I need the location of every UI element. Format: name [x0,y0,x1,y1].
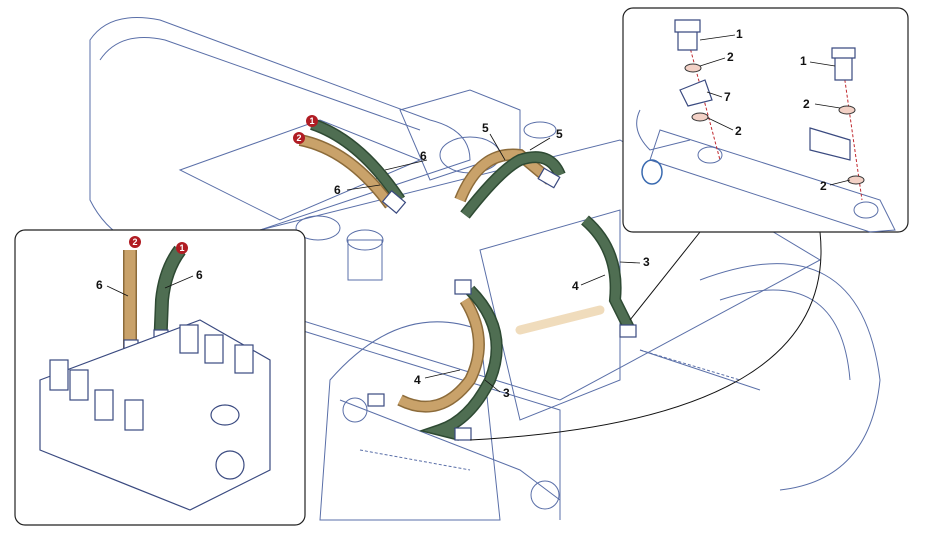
callout-2-red: 2 [296,133,301,143]
hoses [298,118,637,441]
callout-5: 5 [482,121,489,135]
callout-7: 7 [724,90,731,104]
inset-control-valve-detail: 2 1 6 6 [14,229,306,526]
machine-line-art [89,17,881,521]
callout-1-red: 1 [309,116,314,126]
callout-4: 4 [572,279,579,293]
callout-5: 5 [556,127,563,141]
leader-lines [346,133,641,393]
callout-6: 6 [334,183,341,197]
callout-2: 2 [820,179,827,193]
callout-6: 6 [420,149,427,163]
inset-banjo-fitting-detail: 1 2 7 2 1 2 2 [622,7,909,233]
callout-6: 6 [96,278,103,292]
callout-2: 2 [727,50,734,64]
callout-1: 1 [800,54,807,68]
callout-3: 3 [503,386,510,400]
callout-2: 2 [803,97,810,111]
callout-2: 2 [735,124,742,138]
callout-1: 1 [736,27,743,41]
callout-1-red: 1 [179,243,184,253]
callout-6: 6 [196,268,203,282]
main-callouts: 1 2 6 6 5 5 4 4 3 3 [293,115,650,400]
callout-4: 4 [414,373,421,387]
callout-3: 3 [643,255,650,269]
callout-2-red: 2 [132,237,137,247]
